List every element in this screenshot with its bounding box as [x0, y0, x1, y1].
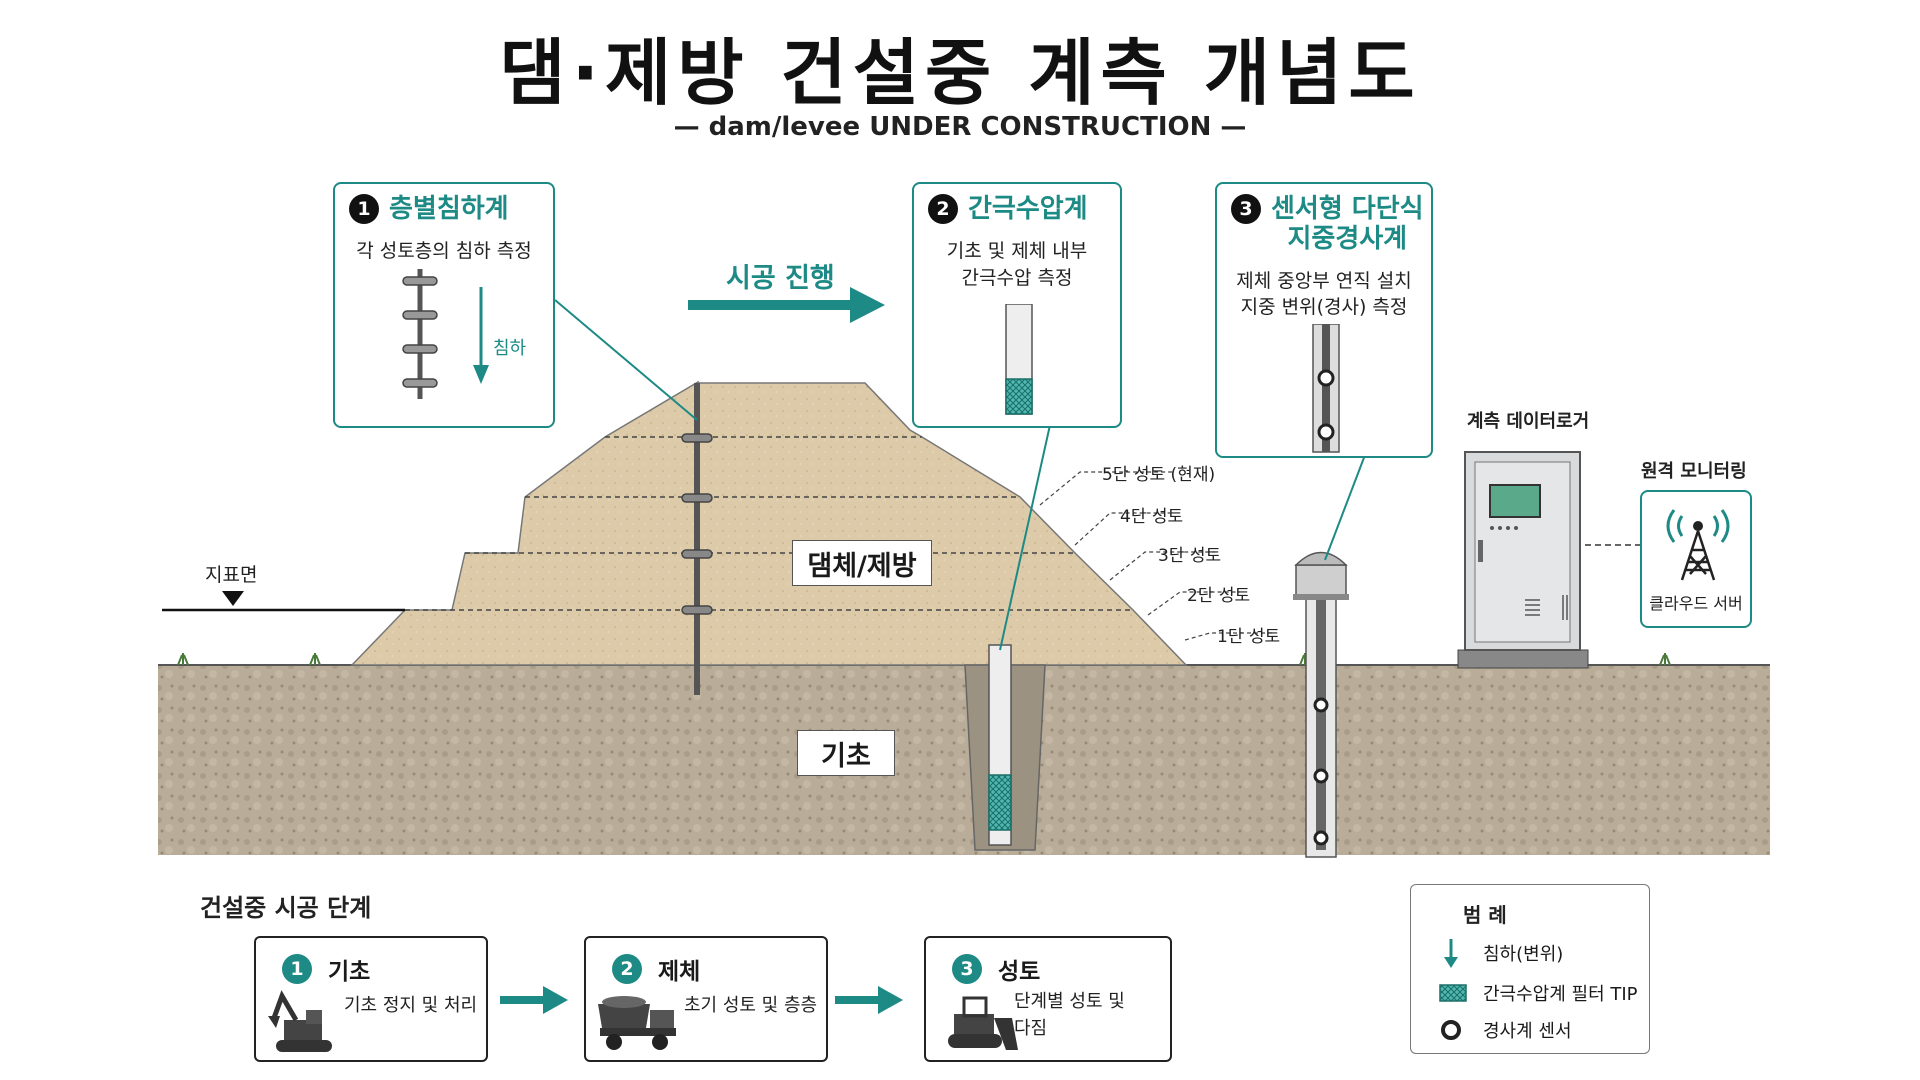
number-badge: 3 — [952, 954, 982, 984]
piezometer-tip-icon — [914, 304, 1124, 424]
number-badge: 2 — [928, 194, 958, 224]
foundation-label: 기초 — [797, 730, 895, 776]
progress-label: 시공 진행 — [726, 256, 835, 295]
legend-item-settlement: 침하(변위) — [1439, 937, 1563, 969]
lift-label-5: 5단 성토 (현재) — [1102, 460, 1215, 485]
cloud-server-box: 클라우드 서버 — [1640, 490, 1752, 628]
legend-item-sensor: 경사계 센서 — [1439, 1017, 1572, 1043]
stages-heading: 건설중 시공 단계 — [200, 888, 371, 923]
callout-inclinometer: 3 센서형 다단식 지중경사계 제체 중앙부 연직 설치 지중 변위(경사) 측… — [1215, 182, 1433, 458]
settlement-label: 침하 — [493, 334, 526, 360]
stage-embankment: 2 제체 초기 성토 및 층층 — [584, 936, 828, 1062]
stage-title: 성토 — [998, 952, 1040, 986]
legend-item-filter-tip: 간극수압계 필터 TIP — [1439, 980, 1638, 1006]
callout-title-1: 센서형 다단식 — [1271, 194, 1424, 224]
dump-truck-icon — [594, 988, 684, 1058]
legend-label: 침하(변위) — [1483, 940, 1563, 966]
lift-label-4: 4단 성토 — [1120, 502, 1183, 527]
piezometer-borehole — [965, 645, 1045, 850]
callout-title-2: 지중경사계 — [1287, 224, 1407, 254]
callout-title: 층별침하계 — [389, 194, 509, 224]
stage-title: 제체 — [658, 952, 700, 986]
callout-desc-2: 지중 변위(경사) 측정 — [1217, 294, 1431, 321]
callout-desc: 각 성토층의 침하 측정 — [335, 238, 553, 265]
number-badge: 3 — [1231, 194, 1261, 224]
callout-title: 간극수압계 — [968, 194, 1088, 224]
embankment-label: 댐체/제방 — [792, 540, 932, 586]
number-badge: 1 — [349, 194, 379, 224]
stage-desc: 기초 정지 및 처리 — [344, 992, 477, 1019]
stage-fill: 3 성토 단계별 성토 및 다짐 — [924, 936, 1172, 1062]
legend-label: 간극수압계 필터 TIP — [1483, 980, 1638, 1006]
filter-tip-icon — [1439, 983, 1467, 1003]
lift-label-1: 1단 성토 — [1217, 622, 1280, 647]
callout-settlement-gauge: 1 층별침하계 각 성토층의 침하 측정 침하 — [333, 182, 555, 428]
sensor-ring-icon — [1439, 1018, 1463, 1042]
stage-foundation: 1 기초 기초 정지 및 처리 — [254, 936, 488, 1062]
lift-label-3: 3단 성토 — [1158, 541, 1221, 566]
legend-title: 범 례 — [1463, 899, 1507, 928]
bulldozer-icon — [934, 988, 1020, 1058]
callout-desc-1: 제체 중앙부 연직 설치 — [1217, 268, 1431, 295]
legend-label: 경사계 센서 — [1483, 1017, 1572, 1043]
callout-desc-2: 간극수압 측정 — [914, 265, 1120, 292]
callout-piezometer: 2 간극수압계 기초 및 제체 내부 간극수압 측정 — [912, 182, 1122, 428]
callout-desc-1: 기초 및 제체 내부 — [914, 238, 1120, 265]
arrow-down-icon — [1439, 937, 1463, 969]
foundation-layer — [158, 665, 1770, 855]
stage-desc: 초기 성토 및 층층 — [684, 992, 817, 1019]
cloud-server-label: 클라우드 서버 — [1642, 590, 1750, 617]
inclinometer-icon — [1217, 324, 1435, 464]
logger-label: 계측 데이터로거 — [1467, 407, 1589, 433]
radio-tower-icon — [1642, 498, 1754, 588]
stage-title: 기초 — [328, 952, 370, 986]
number-badge: 2 — [612, 954, 642, 984]
stage-desc-1: 단계별 성토 및 — [1014, 988, 1125, 1015]
number-badge: 1 — [282, 954, 312, 984]
data-logger-cabinet — [1458, 452, 1588, 668]
ground-surface-label: 지표면 — [205, 560, 257, 587]
lift-label-2: 2단 성토 — [1187, 581, 1250, 606]
remote-monitoring-label: 원격 모니터링 — [1641, 457, 1747, 483]
excavator-icon — [266, 988, 352, 1058]
legend: 범 례 침하(변위) 간극수압계 필터 TIP 경사계 센서 — [1410, 884, 1650, 1054]
